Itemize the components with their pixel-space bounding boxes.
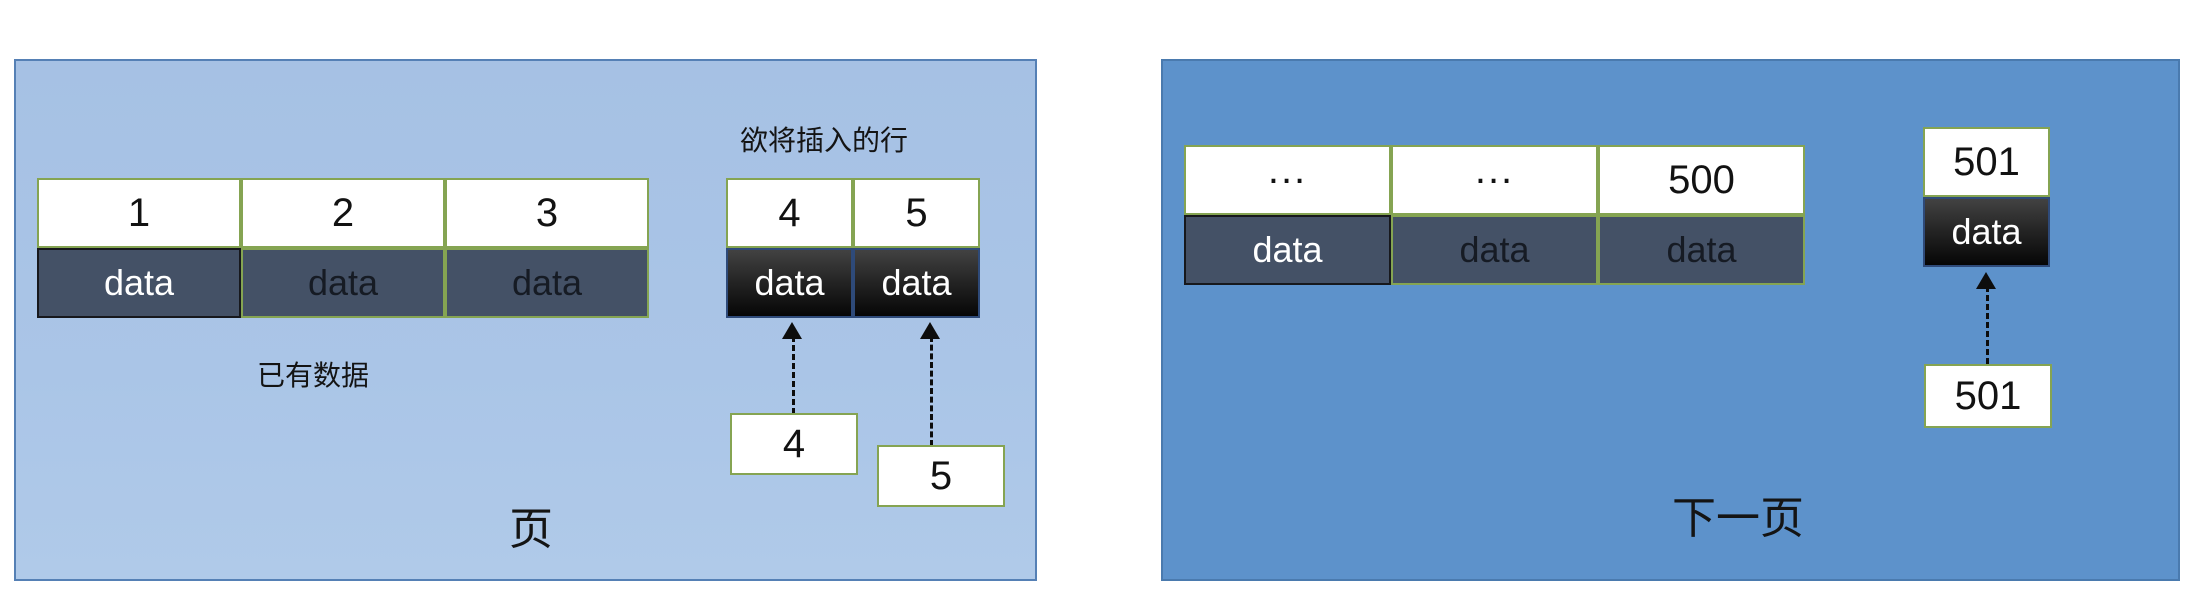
- next-page-title: 下一页: [1672, 494, 1804, 543]
- data-cell-2: data: [1391, 215, 1598, 285]
- arrow-head-icon: [920, 322, 940, 339]
- insert-rows-table: 4 5 data data: [726, 178, 980, 318]
- insert-arrow-4: [781, 322, 803, 414]
- ellipsis-text: ...: [1267, 147, 1308, 192]
- data-cell-3: data: [445, 248, 649, 318]
- key-cell-3: 3: [445, 178, 649, 248]
- insert-rows-label: 欲将插入的行: [740, 125, 909, 156]
- existing-data-table: 1 2 3 data data data: [37, 178, 649, 318]
- current-page-panel: 1 2 3 data data data 已有数据 欲将插入的行 4 5 dat…: [14, 59, 1037, 581]
- data-cell-3: data: [1598, 215, 1805, 285]
- key-cell-500: 500: [1598, 145, 1805, 215]
- key-cell-4: 4: [726, 178, 853, 248]
- arrow-head-icon: [1976, 272, 1996, 289]
- key-cell-2: 2: [241, 178, 445, 248]
- data-cell-2: data: [241, 248, 445, 318]
- ellipsis-text: ...: [1474, 147, 1515, 192]
- arrow-dashed-shaft: [1986, 286, 1989, 364]
- insert-arrow-501: [1975, 272, 1997, 364]
- arrow-dashed-shaft: [792, 336, 795, 414]
- key-cell-501: 501: [1923, 127, 2050, 197]
- pending-row-box-501: 501: [1924, 364, 2052, 428]
- page-title: 页: [509, 505, 553, 554]
- arrow-dashed-shaft: [930, 336, 933, 446]
- insert-stack-501: 501 data: [1923, 127, 2050, 267]
- pending-row-box-5: 5: [877, 445, 1005, 507]
- insert-data-cell-4: data: [726, 248, 853, 318]
- insert-data-cell-501: data: [1923, 197, 2050, 267]
- key-cell-5: 5: [853, 178, 980, 248]
- insert-data-cell-5: data: [853, 248, 980, 318]
- key-cell-dots-2: ...: [1391, 145, 1598, 215]
- next-page-table: ... ... 500 data data data: [1184, 145, 1805, 285]
- data-cell-1: data: [37, 248, 241, 318]
- next-page-panel: ... ... 500 data data data 501 data 501 …: [1161, 59, 2180, 581]
- insert-arrow-5: [919, 322, 941, 446]
- pending-row-box-4: 4: [730, 413, 858, 475]
- data-cell-1: data: [1184, 215, 1391, 285]
- arrow-head-icon: [782, 322, 802, 339]
- key-cell-dots-1: ...: [1184, 145, 1391, 215]
- key-cell-1: 1: [37, 178, 241, 248]
- existing-data-label: 已有数据: [257, 360, 370, 391]
